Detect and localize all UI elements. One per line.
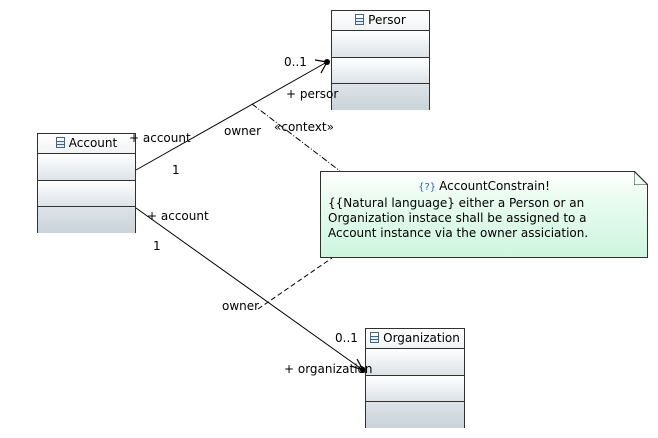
class-account-name: Account <box>68 136 118 150</box>
class-organization-extra[interactable] <box>366 402 464 428</box>
role-label-account-bottom: + account <box>147 209 209 223</box>
constraint-context-link[interactable] <box>251 103 341 172</box>
association-name-label-top: owner <box>224 124 262 138</box>
class-account[interactable]: Account <box>37 133 136 233</box>
class-persor-name: Persor <box>368 13 406 27</box>
ownership-dot-persor <box>324 59 330 65</box>
class-icon <box>55 137 65 148</box>
association-line-persor[interactable] <box>135 61 328 171</box>
class-account-extra[interactable] <box>38 207 135 233</box>
class-account-header: Account <box>38 134 135 154</box>
association-line-organization[interactable] <box>135 207 364 371</box>
class-persor-attributes[interactable] <box>332 31 429 58</box>
constraint-anchor-link[interactable] <box>257 257 333 310</box>
class-organization-attributes[interactable] <box>366 349 464 376</box>
constraint-icon: {?} <box>418 182 437 193</box>
multiplicity-label-organization: 0..1 <box>335 331 358 345</box>
class-account-attributes[interactable] <box>38 154 135 181</box>
multiplicity-label-account-top: 1 <box>172 163 180 177</box>
ownership-dot-organization <box>360 367 366 373</box>
association-name-label-bottom: owner <box>222 299 260 313</box>
note-body-line: Account instance via the owner assiciati… <box>328 226 589 240</box>
note-body-line: {{Natural language} either a Person or a… <box>328 196 585 210</box>
stereotype-context-label: «context» <box>274 120 334 134</box>
note-corner-fold <box>634 171 648 185</box>
note-title: AccountConstrain! <box>439 179 550 193</box>
role-label-account-top: + account <box>129 131 191 145</box>
class-account-operations[interactable] <box>38 181 135 207</box>
class-organization[interactable]: Organization <box>365 328 465 428</box>
class-organization-name: Organization <box>383 331 460 345</box>
class-organization-header: Organization <box>366 329 464 349</box>
role-label-persor: + persor <box>286 87 339 101</box>
class-persor-extra[interactable] <box>332 84 429 110</box>
class-persor-operations[interactable] <box>332 58 429 84</box>
class-persor-header: Persor <box>332 11 429 31</box>
class-icon <box>355 14 365 25</box>
note-body-line: Organization instace shall be assigned t… <box>328 211 587 225</box>
note-body: {{Natural language} either a Person or a… <box>321 195 647 241</box>
multiplicity-label-account-bottom: 1 <box>153 239 161 253</box>
constraint-note[interactable]: {?}AccountConstrain! {{Natural language}… <box>320 171 648 258</box>
multiplicity-label-persor: 0..1 <box>284 55 307 69</box>
note-title-row: {?}AccountConstrain! <box>321 179 647 195</box>
class-persor[interactable]: Persor <box>331 10 430 110</box>
class-organization-operations[interactable] <box>366 376 464 402</box>
role-label-organization: + organization <box>284 362 373 376</box>
class-icon <box>370 332 380 343</box>
